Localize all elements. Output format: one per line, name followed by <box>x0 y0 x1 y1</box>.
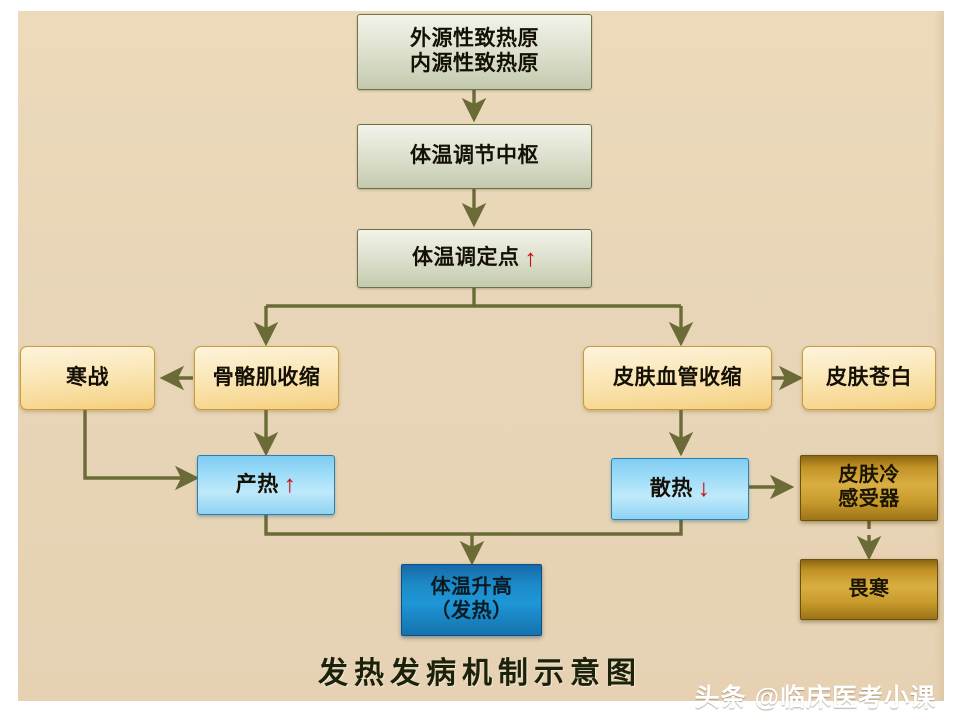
node-thermoregulatory-center[interactable]: 体温调节中枢 <box>357 124 592 189</box>
node-heat-dissipation[interactable]: 散热↓ <box>611 458 749 520</box>
node-pyrogens-line1: 外源性致热原 <box>410 27 539 51</box>
node-skin-vasoconstriction-label: 皮肤血管收缩 <box>613 365 742 389</box>
node-skin-pallor-label: 皮肤苍白 <box>826 365 912 389</box>
node-chills[interactable]: 畏寒 <box>800 559 938 620</box>
watermark-text: 头条 @临床医考小课 <box>694 684 936 712</box>
figure-title: 发热发病机制示意图 <box>318 656 642 691</box>
node-skin-cold-receptors[interactable]: 皮肤冷 感受器 <box>800 455 938 521</box>
node-skeletal-muscle-contraction-label: 骨骼肌收缩 <box>212 365 321 389</box>
node-set-point[interactable]: 体温调定点↑ <box>357 229 592 288</box>
node-pyrogens-line2: 内源性致热原 <box>410 52 539 75</box>
set-point-up-arrow-icon: ↑ <box>524 244 537 272</box>
node-body-temperature-rise-line1: 体温升高 <box>430 576 513 599</box>
node-body-temperature-rise-line2: （发热） <box>430 600 513 622</box>
node-shivering-label: 寒战 <box>66 365 109 389</box>
node-heat-dissipation-label: 散热 <box>649 476 693 500</box>
node-set-point-label: 体温调定点 <box>412 246 520 270</box>
node-skeletal-muscle-contraction[interactable]: 骨骼肌收缩 <box>194 346 339 410</box>
node-heat-production-label: 产热 <box>235 472 279 496</box>
heat-production-up-arrow-icon: ↑ <box>283 471 297 498</box>
node-chills-label: 畏寒 <box>848 577 890 600</box>
node-skin-cold-receptors-line1: 皮肤冷 <box>838 464 900 487</box>
node-skin-pallor[interactable]: 皮肤苍白 <box>802 346 936 410</box>
node-skin-vasoconstriction[interactable]: 皮肤血管收缩 <box>583 346 772 410</box>
node-heat-production[interactable]: 产热↑ <box>197 455 335 515</box>
node-skin-cold-receptors-line2: 感受器 <box>838 488 900 510</box>
node-thermoregulatory-center-label: 体温调节中枢 <box>410 144 539 168</box>
heat-dissipation-down-arrow-icon: ↓ <box>697 475 711 502</box>
node-pyrogens[interactable]: 外源性致热原 内源性致热原 <box>357 14 592 90</box>
node-body-temperature-rise[interactable]: 体温升高 （发热） <box>401 564 542 636</box>
node-shivering[interactable]: 寒战 <box>20 346 155 410</box>
